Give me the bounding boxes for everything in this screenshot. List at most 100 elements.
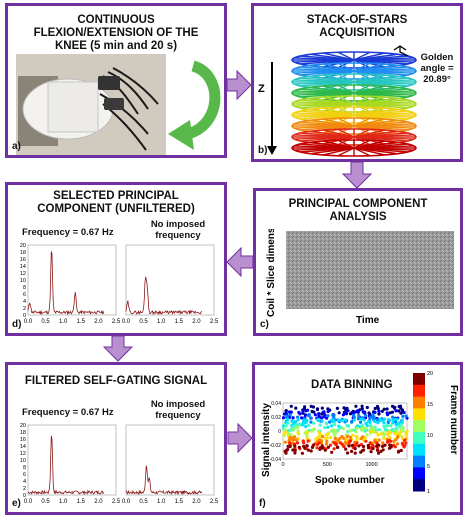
scatter-point [369, 430, 373, 434]
spectrum-frame [125, 424, 215, 496]
scatter-point [401, 443, 405, 447]
scatter-point [350, 420, 354, 424]
colorbar-segment [413, 432, 425, 436]
spectrum-frame [27, 244, 117, 316]
x-tick-label: 500 [323, 462, 332, 468]
scatter-point [295, 441, 300, 445]
arrow-b-to-c [341, 161, 373, 189]
scatter-point [333, 434, 337, 438]
spectrum-line [125, 276, 203, 316]
arrow-c-to-d [226, 246, 254, 278]
colorbar-segment [413, 426, 425, 430]
scatter-point [295, 438, 299, 442]
scatter-point [343, 440, 347, 444]
scatter-point [283, 440, 287, 444]
scatter-point [309, 416, 313, 420]
scatter-point [392, 443, 396, 447]
scatter-point [373, 406, 377, 411]
x-tick-label: 0.5 [41, 499, 50, 505]
scatter-point [339, 419, 343, 423]
scatter-point [305, 431, 309, 435]
pca-matrix: Coil * Slice dimension Time [266, 229, 454, 326]
colorbar-segment [413, 429, 425, 433]
scatter-point [306, 408, 310, 412]
x-tick-label: 2.5 [210, 319, 219, 325]
scatter-point [304, 424, 308, 429]
scatter-point [363, 411, 367, 415]
scatter-point [391, 415, 395, 419]
y-tick-label: 10 [20, 458, 26, 464]
scatter-point [350, 443, 354, 448]
scatter-point [397, 449, 401, 453]
scatter-point [325, 439, 329, 443]
scatter-point [395, 417, 399, 421]
scatter-point [326, 409, 330, 414]
star-rim [291, 139, 417, 157]
y-tick-label: 2 [23, 306, 26, 312]
y-tick-label: 18 [20, 430, 26, 436]
scatter-point [405, 433, 409, 437]
scatter-point [377, 412, 381, 416]
pca-xlabel: Time [356, 315, 380, 326]
scatter-point [309, 420, 313, 424]
scatter-point [390, 427, 394, 431]
y-tick-label: 0 [23, 313, 26, 319]
scatter-point [320, 419, 324, 423]
spectrum-frame [27, 424, 117, 496]
scatter-point [286, 417, 290, 421]
scatter-point [380, 409, 384, 413]
y-tick-label: 8 [23, 285, 26, 291]
scatter-point [310, 445, 315, 449]
pca-ylabel: Coil * Slice dimension [266, 229, 277, 317]
scatter-point [288, 444, 292, 448]
star-spoke [294, 145, 414, 151]
star-spoke [294, 134, 414, 140]
scatter-point [365, 405, 369, 410]
scatter-point [392, 439, 396, 443]
scatter-point [293, 451, 297, 455]
scatter-point [381, 448, 385, 452]
scatter-point [309, 449, 313, 453]
y-tick-label: 0 [23, 493, 26, 499]
scatter-point [321, 446, 325, 450]
scatter-point [311, 405, 315, 409]
scatter-point [291, 416, 295, 420]
scatter-point [306, 448, 310, 452]
scatter-point [332, 447, 336, 451]
scatter-point [287, 428, 291, 433]
scatter-point [361, 435, 365, 439]
y-tick-label: 12 [20, 271, 26, 277]
star-spoke [294, 101, 414, 107]
colorbar-segment [413, 390, 425, 395]
scatter-point [394, 409, 398, 413]
scatter-point [328, 435, 333, 440]
scatter-point [348, 429, 352, 433]
scatter-point [312, 421, 316, 425]
scatter-point [305, 436, 309, 441]
scatter-point [306, 439, 310, 443]
y-tick-label: 20 [20, 423, 26, 429]
scatter-point [382, 424, 386, 428]
scatter-point [323, 426, 327, 430]
x-tick-label: 1.0 [59, 499, 68, 505]
y-tick-label: -0.02 [270, 443, 282, 449]
scatter-point [373, 420, 377, 424]
scatter-point [283, 428, 287, 432]
scatter-point [358, 420, 363, 424]
scatter-point [377, 428, 381, 432]
scatter-point [389, 430, 393, 434]
scatter-point [401, 414, 405, 418]
scatter-point [325, 416, 329, 420]
scatter-point [405, 430, 409, 434]
scatter-point [300, 451, 304, 455]
scatter-point [317, 414, 321, 418]
scatter-point [289, 410, 293, 414]
colorbar-segment [413, 467, 425, 471]
x-tick-label: 0.0 [24, 319, 33, 325]
panel-d-frequency: Frequency = 0.67 Hz [22, 227, 114, 238]
scatter-point [283, 449, 287, 453]
colorbar-segment [413, 420, 425, 424]
scatter-point [364, 439, 368, 443]
arrow-d-to-e [102, 335, 134, 362]
